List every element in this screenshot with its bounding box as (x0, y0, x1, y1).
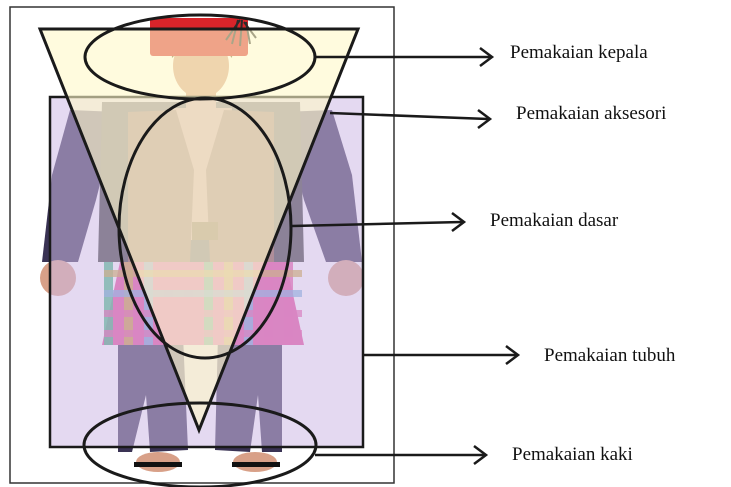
label-feet-wear: Pemakaian kaki (512, 444, 633, 466)
label-head-wear: Pemakaian kepala (510, 42, 648, 64)
label-base-wear: Pemakaian dasar (490, 210, 618, 232)
label-accessory-wear: Pemakaian aksesori (516, 103, 666, 125)
label-body-wear: Pemakaian tubuh (544, 345, 675, 367)
